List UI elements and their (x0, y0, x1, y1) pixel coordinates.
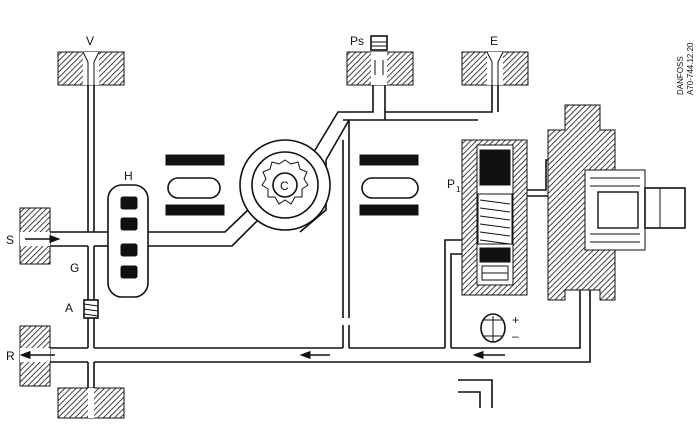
charge-pump-c (239, 139, 331, 231)
servo-actuator (547, 104, 686, 301)
port-r-block (19, 325, 51, 387)
label-s: S (6, 233, 14, 247)
label-h: H (124, 169, 133, 183)
watermark: DANFOSS A70-744.12.20 (676, 42, 695, 95)
left-cylinder-block (165, 154, 225, 216)
solenoid-plus-minus (480, 313, 506, 343)
label-v: V (86, 34, 94, 48)
right-cylinder-block (359, 154, 419, 216)
label-g: G (70, 261, 79, 275)
handle-lever (458, 379, 493, 408)
port-s-block (19, 207, 51, 265)
label-e: E (490, 34, 498, 48)
port-v-block (57, 51, 125, 86)
filter-h (107, 184, 149, 298)
port-e-block (461, 51, 529, 86)
pressure-regulator (461, 139, 528, 296)
watermark-line1: DANFOSS (676, 56, 685, 95)
bottom-block (57, 387, 125, 419)
label-p1-subscript: 1 (456, 185, 461, 194)
label-p1: P (447, 177, 455, 191)
check-valve-a (83, 299, 99, 319)
label-ps: Ps (350, 34, 364, 48)
flow-arrows (19, 234, 505, 360)
label-c: C (280, 179, 289, 193)
label-r: R (6, 349, 15, 363)
label-a: A (65, 301, 73, 315)
port-ps-block (346, 35, 414, 86)
label-minus: – (512, 329, 519, 343)
watermark-line2: A70-744.12.20 (686, 42, 695, 95)
label-plus: + (512, 313, 519, 327)
